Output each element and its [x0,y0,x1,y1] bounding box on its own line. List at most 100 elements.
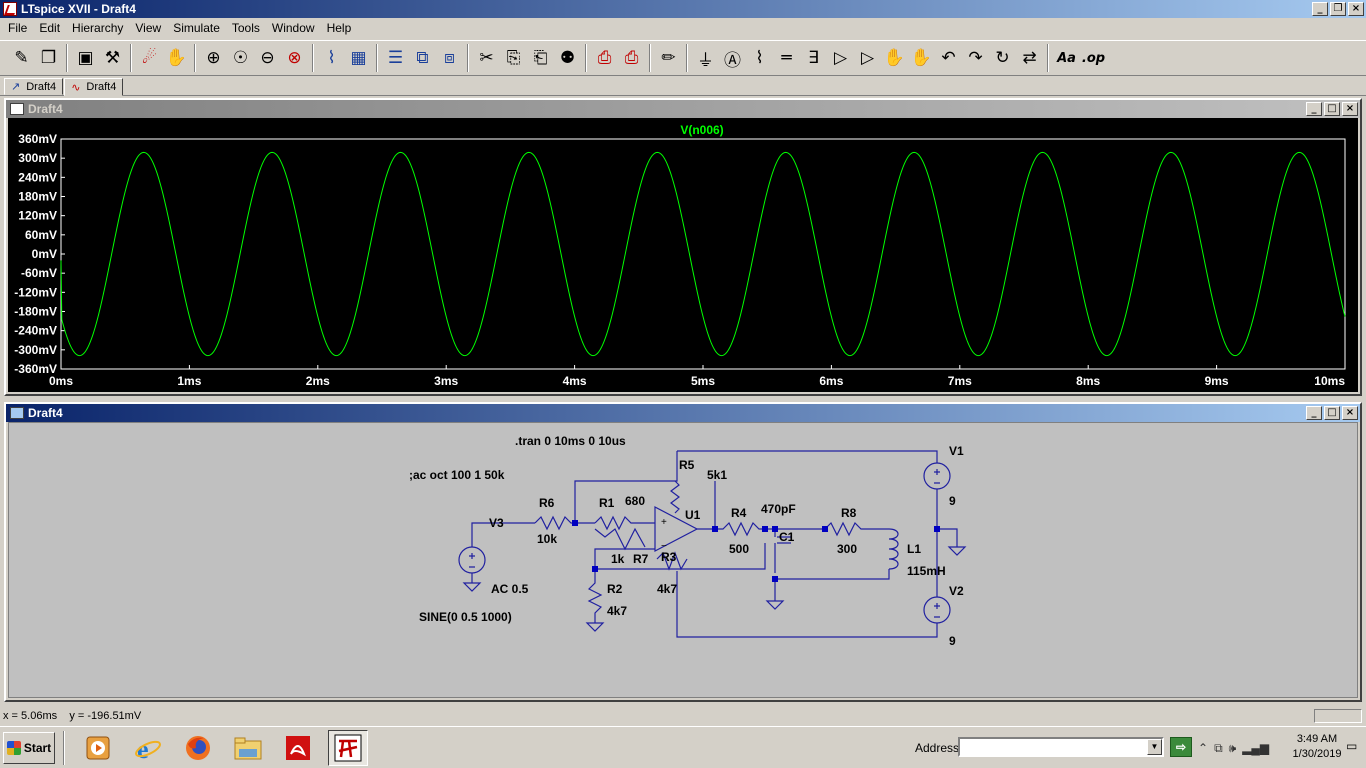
menu-edit[interactable]: Edit [39,21,61,35]
zoom-in-icon[interactable]: ⊕ [206,48,221,68]
draw-wire-icon[interactable]: ✏ [661,48,676,68]
r4-label[interactable]: R4 [731,506,747,520]
waveform-chart[interactable]: V(n006) 360mV300mV240mV180mV120mV60mV0mV… [8,118,1358,394]
find-icon[interactable]: ⚉ [559,48,576,68]
ground-icon[interactable]: ⏚ [697,50,714,71]
file-explorer-icon[interactable] [228,730,268,766]
v1-label[interactable]: V1 [949,444,964,458]
l1-label[interactable]: L1 [907,542,921,556]
menu-window[interactable]: Window [271,21,315,35]
tray-clock[interactable]: 3:49 AM 1/30/2019 [1286,732,1348,762]
menu-view[interactable]: View [135,21,162,35]
address-dropdown-button[interactable]: ▼ [1147,739,1162,755]
v2-label[interactable]: V2 [949,584,964,598]
inductor-icon[interactable]: ∃ [808,48,819,68]
text-icon[interactable]: Aa [1057,50,1076,66]
new-schematic-icon[interactable]: ✎ [14,48,29,68]
resistor-icon[interactable]: ⌇ [755,48,764,68]
firefox-icon[interactable] [178,730,218,766]
print-preview-icon[interactable]: ⎙ [597,48,612,68]
r2-label[interactable]: R2 [607,582,623,596]
label-net-icon[interactable]: Ⓐ [724,50,741,71]
save-icon[interactable]: ▣ [77,48,94,68]
pdf-reader-icon[interactable] [278,730,318,766]
minimize-button[interactable]: _ [1312,2,1328,16]
r6-label[interactable]: R6 [539,496,555,510]
tran-directive[interactable]: .tran 0 10ms 0 10us [515,434,626,448]
tab-schematic[interactable]: ↗ Draft4 [4,78,64,95]
c1-label[interactable]: C1 [779,530,795,544]
v3-sine[interactable]: SINE(0 0.5 1000) [419,610,512,624]
menu-tools[interactable]: Tools [231,21,260,35]
address-input[interactable]: ▼ [958,737,1164,757]
tray-network-icon[interactable]: ⧉ [1214,740,1223,755]
capacitor-icon[interactable]: ═ [781,48,792,68]
drag-icon[interactable]: ✋ [910,48,933,68]
paste-icon[interactable]: ⎗ [533,48,548,68]
grid-icon[interactable]: ▦ [350,48,367,68]
menu-help[interactable]: Help [326,21,352,35]
schematic-canvas[interactable]: + − .tran 0 10ms 0 10us ;ac oct 100 1 50… [8,422,1358,698]
tray-signal-icon[interactable]: ▂▄▆ [1242,741,1270,755]
restore-button[interactable]: ❐ [1330,2,1346,16]
tile-horizontal-icon[interactable]: ☰ [387,48,404,68]
autorange-icon[interactable]: ⌇ [327,48,336,68]
print-icon[interactable]: ⎙ [624,48,639,68]
r1-label[interactable]: R1 [599,496,615,510]
tray-volume-icon[interactable]: 🕪 [1228,740,1237,755]
schematic-maximize-button[interactable]: □ [1324,406,1340,420]
r3-value[interactable]: 4k7 [657,582,677,596]
schematic-close-button[interactable]: × [1342,406,1358,420]
trace-line[interactable] [60,151,1346,357]
r4-value[interactable]: 500 [729,542,749,556]
internet-explorer-icon[interactable]: e [128,730,168,766]
zoom-out-icon[interactable]: ⊖ [260,48,275,68]
l1-value[interactable]: 115mH [907,564,946,578]
r7-value[interactable]: 680 [625,494,645,508]
v1-value[interactable]: 9 [949,494,956,508]
schematic-drawing[interactable]: + − .tran 0 10ms 0 10us ;ac oct 100 1 50… [9,423,1359,699]
spice-directive-icon[interactable]: .op [1081,50,1106,66]
v3-value[interactable]: AC 0.5 [491,582,529,596]
u1-label[interactable]: U1 [685,508,701,522]
cut-icon[interactable]: ✂ [479,48,494,68]
r7-label[interactable]: R7 [633,552,649,566]
menu-file[interactable]: File [8,21,28,35]
plot-minimize-button[interactable]: _ [1306,102,1322,116]
ac-directive[interactable]: ;ac oct 100 1 50k [409,468,505,482]
schematic-minimize-button[interactable]: _ [1306,406,1322,420]
r6-value[interactable]: 10k [537,532,557,546]
menu-hierarchy[interactable]: Hierarchy [72,21,124,35]
cascade-icon[interactable]: ⧉ [416,48,429,68]
copy-icon[interactable]: ⎘ [506,48,521,68]
tile-vertical-icon[interactable]: ⧈ [444,48,455,68]
v3-label[interactable]: V3 [489,516,504,530]
control-panel-icon[interactable]: ⚒ [104,48,121,68]
run-icon[interactable]: ☄ [141,48,158,68]
trace-label[interactable]: V(n006) [680,123,723,137]
component-icon[interactable]: ▷ [860,48,875,68]
redo-icon[interactable]: ↷ [968,48,983,68]
r3-label[interactable]: R3 [661,550,677,564]
c1-value[interactable]: 470pF [761,502,796,516]
r8-label[interactable]: R8 [841,506,857,520]
r5-label[interactable]: R5 [679,458,695,472]
pan-icon[interactable]: ☉ [232,48,249,68]
ltspice-icon[interactable] [328,729,368,766]
halt-icon[interactable]: ✋ [165,48,188,68]
r1-value[interactable]: 1k [611,552,625,566]
start-button[interactable]: Start [3,731,55,764]
plot-close-button[interactable]: × [1342,102,1358,116]
r5-value[interactable]: 5k1 [707,468,727,482]
media-player-icon[interactable] [78,730,118,766]
tab-waveform[interactable]: ∿ Draft4 [64,78,124,96]
tray-expand-icon[interactable]: ⌃ [1198,741,1209,755]
r2-value[interactable]: 4k7 [607,604,627,618]
v2-value[interactable]: 9 [949,634,956,648]
address-go-button[interactable]: ⇨ [1170,737,1192,757]
rotate-icon[interactable]: ↻ [995,48,1010,68]
move-icon[interactable]: ✋ [883,48,906,68]
mirror-icon[interactable]: ⇄ [1022,48,1037,68]
zoom-fit-icon[interactable]: ⊗ [287,48,302,68]
